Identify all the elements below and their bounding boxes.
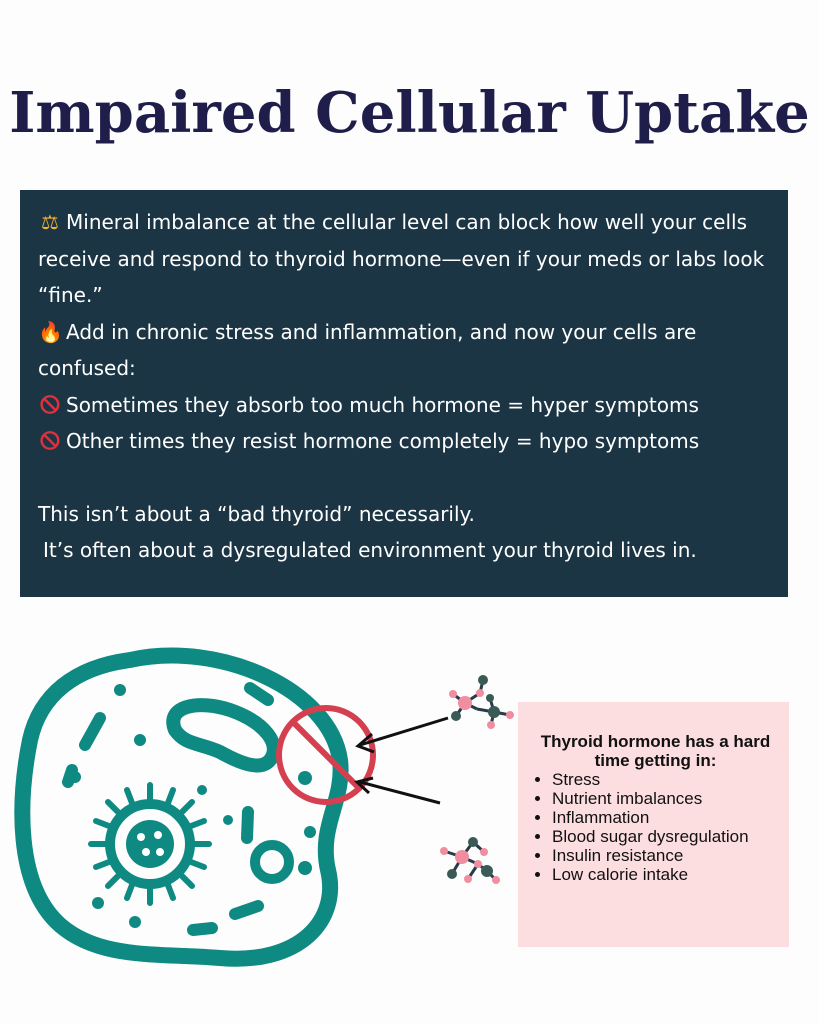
callout-list: Stress Nutrient imbalances Inflammation …	[532, 770, 779, 884]
list-item: Stress	[552, 770, 779, 789]
info-line-stress: 🔥Add in chronic stress and inflammation,…	[38, 314, 770, 387]
nucleolus	[126, 820, 174, 868]
page-title: Impaired Cellular Uptake	[9, 80, 810, 146]
info-line-mineral: ⚖Mineral imbalance at the cellular level…	[38, 204, 770, 314]
info-text-bad-thyroid: This isn’t about a “bad thyroid” necessa…	[38, 501, 475, 526]
prohibited-icon: 🛇	[39, 392, 61, 417]
cell-membrane	[14, 647, 349, 967]
nucleus	[88, 782, 212, 906]
info-text-hypo: Other times they resist hormone complete…	[66, 429, 700, 453]
molecule-bottom-nodes	[440, 837, 500, 884]
list-item: Insulin resistance	[552, 846, 779, 865]
granules	[69, 684, 316, 928]
callout-box: Thyroid hormone has a hard time getting …	[518, 702, 789, 947]
molecule-top-nodes	[449, 675, 514, 729]
prohibited-icon: 🛇	[39, 429, 61, 453]
organelles	[62, 682, 274, 936]
balance-scale-icon: ⚖	[41, 210, 59, 234]
info-box: ⚖Mineral imbalance at the cellular level…	[20, 190, 788, 597]
info-text-mineral: Mineral imbalance at the cellular level …	[38, 210, 765, 307]
list-item: Blood sugar dysregulation	[552, 827, 779, 846]
info-text-stress: Add in chronic stress and inflammation, …	[38, 319, 697, 381]
blocked-slash	[290, 719, 362, 791]
list-item: Low calorie intake	[552, 865, 779, 884]
info-line-hypo: 🛇Other times they resist hormone complet…	[38, 423, 770, 460]
reticulum	[166, 698, 281, 773]
spacer	[38, 460, 770, 496]
nucleus-ring	[105, 799, 195, 889]
vesicle	[250, 840, 294, 884]
list-item: Nutrient imbalances	[552, 789, 779, 808]
cell-illustration	[14, 647, 514, 967]
info-text-hyper: Sometimes they absorb too much hormone =…	[66, 392, 699, 417]
info-text-environment: It’s often about a dysregulated environm…	[43, 538, 697, 562]
callout-heading: Thyroid hormone has a hard time getting …	[540, 732, 771, 770]
info-line-hyper: 🛇Sometimes they absorb too much hormone …	[38, 387, 770, 424]
fire-icon: 🔥	[38, 319, 63, 344]
list-item: Inflammation	[552, 808, 779, 827]
blocked-circle	[276, 705, 376, 805]
arrows	[353, 716, 449, 805]
